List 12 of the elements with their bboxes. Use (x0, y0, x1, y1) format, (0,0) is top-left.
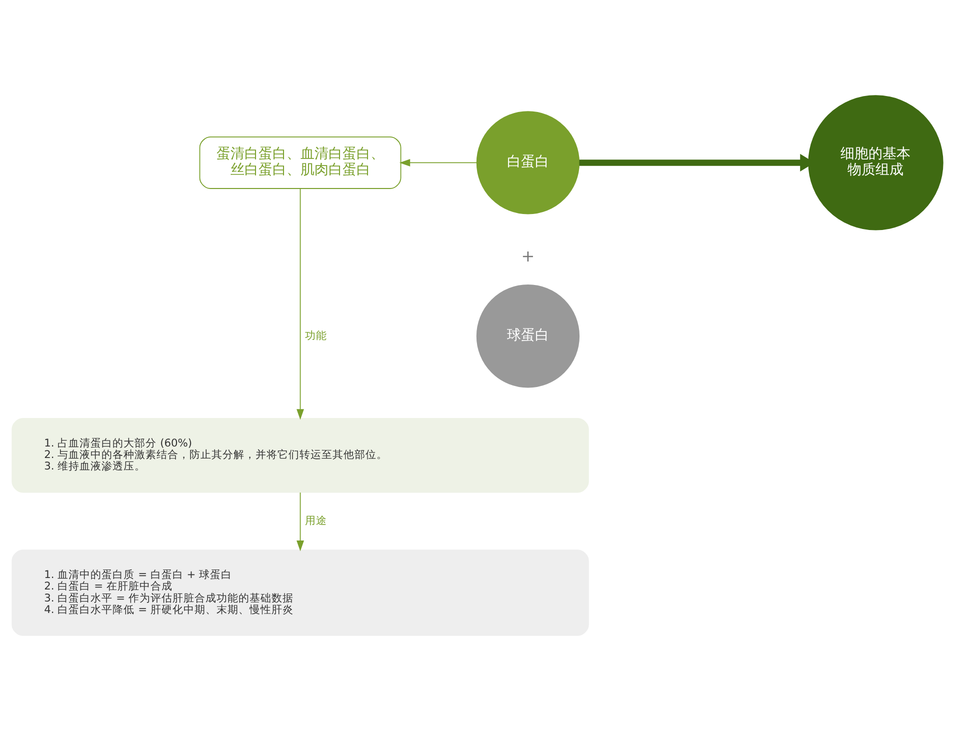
edge-label: 功能 (305, 328, 328, 342)
node-circle: 细胞的基本物质组成 (808, 94, 944, 230)
node-box: 1. 血清中的蛋白质 = 白蛋白 + 球蛋白 2. 白蛋白 = 在肝脏中合成 3. 白蛋白水平 = 作为评估肝脏合成功能的基础数据 4. 白蛋白水平降低 = 肝硬化中期、末期、慢性肝炎 (12, 549, 589, 636)
edge-label: 用途 (305, 513, 328, 526)
label: + (521, 246, 535, 265)
node-circle: 白蛋白 (476, 110, 580, 214)
arrow (296, 492, 304, 551)
node-box: 蛋清白蛋白、血清白蛋白、丝白蛋白、肌肉白蛋白 (199, 136, 402, 188)
arrow (399, 158, 478, 166)
node-circle: 球蛋白 (476, 284, 580, 388)
arrow (296, 188, 304, 420)
node-box: 1. 占血清蛋白的大部分 (60%) 2. 与血液中的各种激素结合，防止其分解，并将它们转运至其他部位。 3. 维持血液渗透压。 (12, 417, 589, 492)
